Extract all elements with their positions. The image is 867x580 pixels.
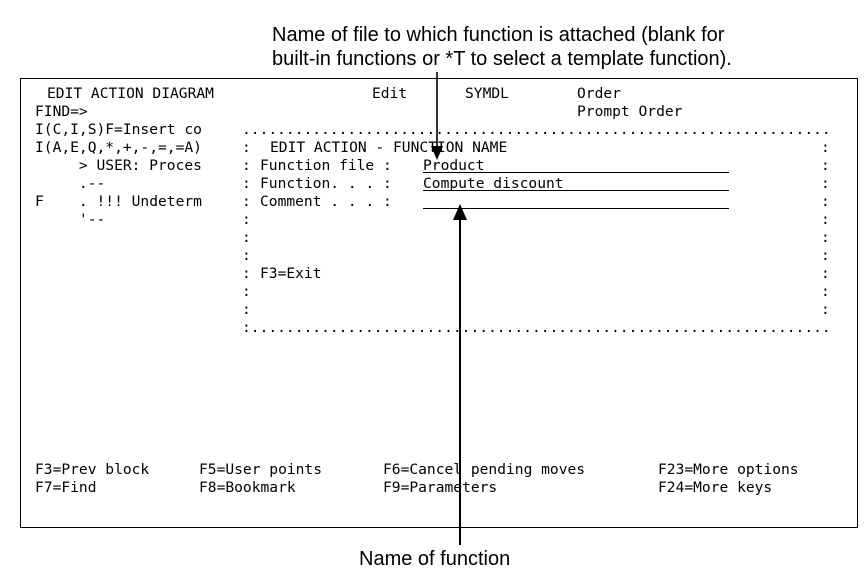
function-name-field[interactable]: Compute discount — [423, 175, 729, 192]
left-line[interactable]: > USER: Proces — [35, 157, 202, 174]
library-label: SYMDL — [465, 85, 509, 102]
callout-file-line1: Name of file to which function is attach… — [272, 24, 725, 46]
popup-title: EDIT ACTION - FUNCTION NAME — [270, 139, 508, 156]
left-line: '-- — [35, 211, 106, 228]
left-line: I(C,I,S)F=Insert co — [35, 121, 202, 138]
function-label: Function. . . : — [260, 175, 392, 192]
callout-file-line2: built-in functions or *T to select a tem… — [272, 48, 732, 70]
left-line: I(A,E,Q,*,+,-,=,=A) — [35, 139, 202, 156]
comment-label: Comment . . . : — [260, 193, 392, 210]
left-line[interactable]: F . !!! Undeterm — [35, 193, 202, 210]
mode-label: Edit — [372, 85, 408, 102]
fkey-parameters[interactable]: F9=Parameters — [383, 479, 498, 496]
popup-bottom-border: :.......................................… — [242, 319, 832, 336]
fkey-bookmark[interactable]: F8=Bookmark — [199, 479, 296, 496]
find-input[interactable]: FIND=> — [35, 103, 88, 120]
left-line: .-- — [35, 175, 106, 192]
popup-exit-key[interactable]: F3=Exit — [260, 265, 322, 282]
popup-top-border: ........................................… — [242, 121, 832, 138]
function-file-field[interactable]: Product — [423, 157, 729, 174]
terminal-screen: EDIT ACTION DIAGRAM Edit SYMDL Order Pro… — [20, 78, 858, 528]
fkey-cancel-moves[interactable]: F6=Cancel pending moves — [383, 461, 586, 478]
header-right-1: Order — [577, 85, 621, 102]
popup-right-border: : : : : : : : : : : — [821, 139, 830, 318]
callout-function-name: Name of function — [359, 548, 511, 570]
fkey-more-options[interactable]: F23=More options — [658, 461, 799, 478]
comment-field[interactable] — [423, 193, 729, 209]
fkey-find[interactable]: F7=Find — [35, 479, 97, 496]
popup-left-border: : : : : : : : : : : — [242, 139, 251, 318]
fkey-more-keys[interactable]: F24=More keys — [658, 479, 773, 496]
header-right-2: Prompt Order — [577, 103, 683, 120]
screen-title: EDIT ACTION DIAGRAM — [47, 85, 214, 102]
function-file-label: Function file : — [260, 157, 392, 174]
fkey-prev-block[interactable]: F3=Prev block — [35, 461, 150, 478]
fkey-user-points[interactable]: F5=User points — [199, 461, 323, 478]
